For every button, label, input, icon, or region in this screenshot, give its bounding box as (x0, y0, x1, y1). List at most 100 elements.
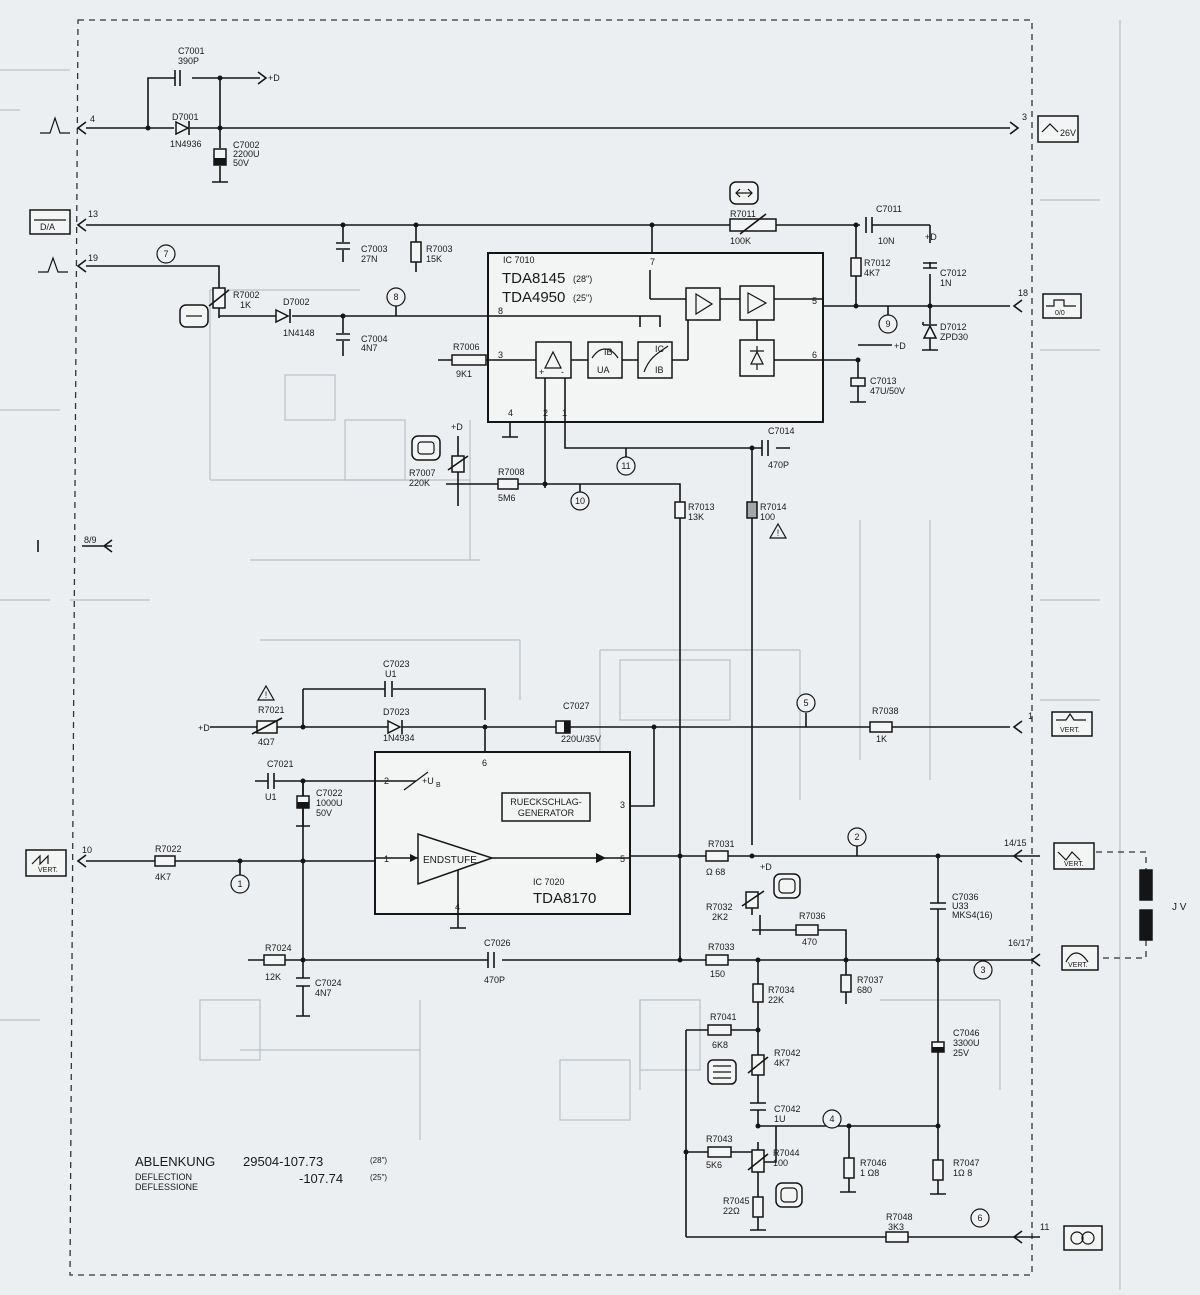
resistor-r7003 (410, 241, 422, 263)
svg-text:47U/50V: 47U/50V (870, 386, 905, 396)
supply-d-3: +D (894, 341, 906, 351)
svg-text:R7037: R7037 (857, 975, 884, 985)
supply-d-4: +D (451, 422, 463, 432)
ic7020-ub: +U (422, 776, 434, 786)
svg-text:C7036: C7036 (952, 892, 979, 902)
svg-text:U33: U33 (952, 901, 969, 911)
svg-text:R7038: R7038 (872, 706, 899, 716)
ic7020-part: TDA8170 (533, 890, 596, 907)
svg-text:C7046: C7046 (953, 1028, 980, 1038)
title-size-1: (28") (370, 1156, 387, 1165)
svg-text:10N: 10N (878, 236, 895, 246)
svg-text:1: 1 (384, 854, 389, 864)
svg-text:22K: 22K (768, 995, 784, 1005)
svg-text:R7003: R7003 (426, 244, 453, 254)
svg-text:6K8: 6K8 (712, 1040, 728, 1050)
block-ib2: IB (655, 365, 664, 375)
title-size-2: (25") (370, 1173, 387, 1182)
svg-text:390P: 390P (178, 56, 199, 66)
conn-10: 10 (82, 845, 92, 855)
tp-6: 6 (977, 1213, 982, 1223)
resistor-r7008 (497, 478, 519, 490)
warning-icon-r7021 (256, 684, 276, 701)
svg-text:470P: 470P (768, 460, 789, 470)
svg-text:R7045: R7045 (723, 1196, 750, 1206)
board-outline (69, 19, 1033, 1276)
svg-text:15K: 15K (426, 254, 442, 264)
supply-d-2: +D (925, 232, 937, 242)
conn-16-17: 16/17 (1008, 938, 1031, 948)
signal-icons: 26V D/A 0/0 VERT. VERT. VERT. VERT. (25, 115, 1103, 1251)
svg-text:5: 5 (812, 296, 817, 306)
capacitor-c7012 (923, 262, 937, 269)
svg-text:1000U: 1000U (316, 798, 343, 808)
svg-text:1N4936: 1N4936 (170, 139, 202, 149)
test-points: 7 8 9 11 10 5 1 2 3 4 6 (156, 244, 993, 1228)
svg-text:6: 6 (482, 758, 487, 768)
svg-text:C7013: C7013 (870, 376, 897, 386)
tp-1: 1 (237, 879, 242, 889)
supply-d-1: +D (268, 73, 280, 83)
svg-text:C7001: C7001 (178, 46, 205, 56)
svg-text:R7033: R7033 (708, 942, 735, 952)
svg-text:4N7: 4N7 (361, 343, 378, 353)
diode-d7002 (275, 308, 290, 324)
svg-text:R7042: R7042 (774, 1048, 801, 1058)
svg-text:R7044: R7044 (773, 1148, 800, 1158)
svg-text:1U: 1U (774, 1114, 786, 1124)
svg-text:R7036: R7036 (799, 911, 826, 921)
svg-text:4K7: 4K7 (774, 1058, 790, 1068)
block-ic: IC (655, 344, 665, 354)
svg-text:R7002: R7002 (233, 290, 260, 300)
diode-d7023 (387, 719, 402, 735)
ic7020-ub-sub: B (436, 782, 441, 789)
warning-icon-r7014 (768, 522, 788, 539)
svg-text:D7001: D7001 (172, 112, 199, 122)
svg-text:1N4934: 1N4934 (383, 733, 415, 743)
conn-11: 11 (1040, 1222, 1049, 1232)
capacitor-c7024 (296, 977, 310, 987)
svg-text:R7021: R7021 (258, 705, 285, 715)
svg-text:C7023: C7023 (383, 659, 410, 669)
svg-text:2: 2 (543, 408, 548, 418)
picture-shift-icon (773, 873, 801, 899)
conn-18: 18 (1018, 288, 1028, 298)
label-vert-10: VERT. (38, 867, 58, 874)
resistor-r7043 (707, 1146, 732, 1158)
svg-text:R7014: R7014 (760, 502, 787, 512)
conn-19: 19 (88, 253, 98, 263)
supply-d-6: +D (760, 862, 772, 872)
svg-text:R7048: R7048 (886, 1212, 913, 1222)
svg-text:C7002: C7002 (233, 140, 260, 150)
ic-pins: 7 8 3 5 6 4 2 1 2 6 3 1 5 4 (384, 257, 817, 912)
svg-text:150: 150 (710, 969, 725, 979)
tp-4: 4 (829, 1114, 834, 1124)
svg-text:Ω 68: Ω 68 (706, 867, 725, 877)
background-ghost-lines (0, 20, 1121, 1290)
svg-text:C7022: C7022 (316, 788, 343, 798)
tp-9: 9 (885, 319, 890, 329)
svg-text:R7043: R7043 (706, 1134, 733, 1144)
svg-text:R7013: R7013 (688, 502, 715, 512)
svg-text:8: 8 (498, 306, 503, 316)
svg-text:25V: 25V (953, 1048, 969, 1058)
svg-text:12K: 12K (265, 972, 281, 982)
resistor-r7048 (885, 1231, 909, 1243)
label-00: 0/0 (1055, 310, 1065, 317)
svg-text:4K7: 4K7 (155, 872, 171, 882)
ic7010-ref: IC 7010 (503, 255, 535, 265)
resistor-r7034 (752, 983, 764, 1003)
svg-text:1: 1 (562, 408, 567, 418)
conn-1: 1 (1028, 711, 1033, 721)
pulse-icon-input-4 (40, 116, 70, 134)
svg-text:100K: 100K (730, 236, 751, 246)
capacitor-c7026 (487, 952, 495, 968)
svg-text:-: - (561, 367, 564, 377)
components-bottom: ! (154, 681, 1153, 1243)
svg-text:100: 100 (773, 1158, 788, 1168)
capacitor-c7021 (267, 773, 275, 789)
resistor-r7033 (705, 954, 729, 966)
svg-text:470: 470 (802, 937, 817, 947)
tp-10: 10 (575, 496, 585, 506)
supply-d-5: +D (198, 723, 210, 733)
